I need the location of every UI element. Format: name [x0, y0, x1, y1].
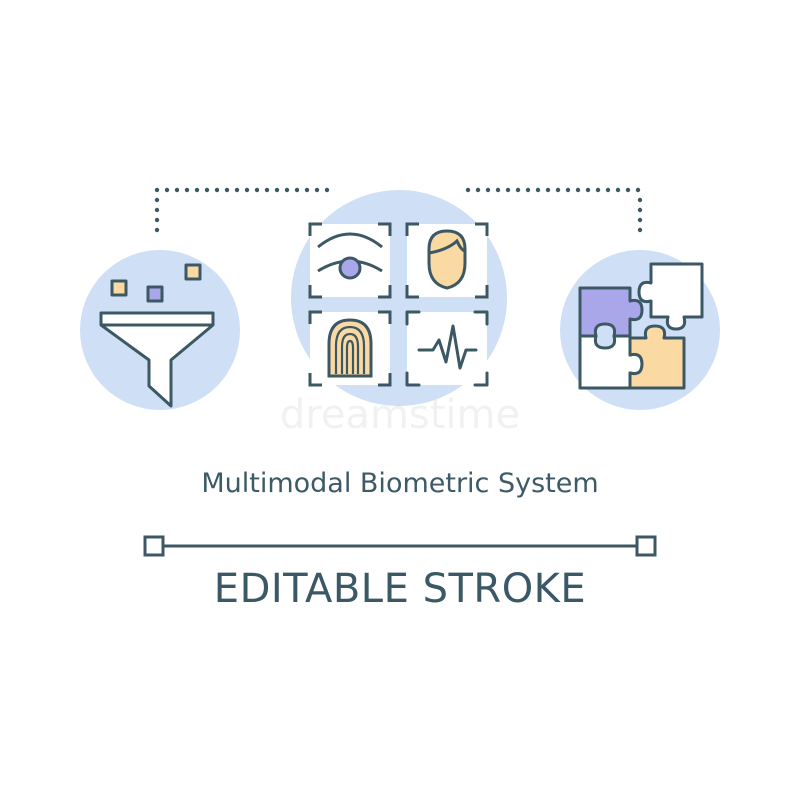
- dotted-connector-right: [465, 187, 643, 233]
- funnel-icon: [99, 263, 215, 408]
- editable-stroke-line: [143, 535, 657, 557]
- eye-icon: [308, 222, 392, 299]
- dotted-connector-left: [154, 187, 330, 233]
- face-icon: [405, 222, 489, 299]
- title-text: Multimodal Biometric System: [201, 468, 599, 499]
- fingerprint-icon: [308, 310, 392, 387]
- editable-stroke-label: EDITABLE STROKE: [213, 566, 587, 612]
- watermark-text: dreamstime: [279, 392, 521, 438]
- puzzle-icon: [578, 262, 704, 390]
- heartbeat-icon: [405, 310, 489, 387]
